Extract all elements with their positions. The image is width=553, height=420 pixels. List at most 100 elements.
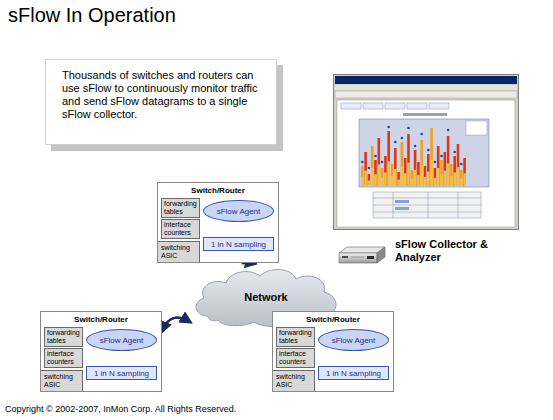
drawing-part — [407, 103, 427, 109]
drawing-part — [437, 168, 440, 186]
box-text: 1 in N sampling — [326, 369, 381, 378]
drawing-part — [395, 207, 409, 210]
box-text: 1 in N sampling — [94, 369, 149, 378]
drawing-part — [463, 173, 466, 186]
asic-box: switching ASIC — [41, 370, 83, 391]
box-text: interface counters — [47, 350, 80, 366]
drawing-part — [407, 134, 410, 186]
drawing-part — [424, 177, 427, 186]
drawing-part — [394, 169, 397, 186]
drawing-part — [463, 158, 466, 186]
collector-device: sFlow Collector & Analyzer — [337, 238, 507, 272]
drawing-part — [359, 119, 489, 187]
drawing-part — [453, 151, 456, 154]
counter-box: interface counters — [161, 219, 200, 239]
drawing-part — [381, 161, 384, 164]
drawing-part — [411, 179, 414, 186]
drawing-part — [420, 140, 423, 186]
drawing-part — [417, 162, 420, 186]
agent-ellipse: sFlow Agent — [318, 329, 389, 351]
table-box: forwarding tables — [161, 198, 200, 218]
drawing-part — [460, 179, 463, 186]
drawing-part — [401, 166, 404, 186]
drawing-part — [428, 192, 429, 218]
drawing-part — [335, 76, 517, 84]
drawing-part — [434, 178, 437, 186]
drawing-part — [393, 192, 394, 218]
drawing-part — [417, 175, 420, 186]
drawing-part — [364, 152, 367, 186]
drawing-part — [341, 103, 361, 109]
drawing-part — [368, 181, 371, 186]
drawing-part — [427, 172, 430, 186]
drawing-part — [391, 164, 394, 186]
drawing-part — [337, 100, 515, 227]
sampling-box: 1 in N sampling — [203, 237, 274, 251]
drawing-part — [378, 138, 381, 186]
drawing-part — [351, 257, 364, 258]
drawing-part — [339, 253, 377, 263]
drawing-part — [384, 156, 387, 186]
drawing-part — [414, 150, 417, 186]
drawing-part — [384, 173, 387, 187]
drawing-part — [401, 142, 404, 186]
drawing-part — [430, 160, 433, 186]
counter-box: interface counters — [44, 348, 83, 368]
drawing-part — [361, 177, 364, 186]
drawing-part — [368, 167, 371, 170]
box-text: interface counters — [279, 350, 312, 366]
box-title: Switch/Router — [273, 312, 393, 325]
drawing-part — [335, 85, 517, 90]
drawing-part — [363, 103, 383, 109]
drawing-part — [460, 170, 463, 186]
drawing-part — [444, 171, 447, 186]
drawing-part — [458, 192, 459, 218]
table-box: forwarding tables — [276, 327, 315, 347]
drawing-part — [381, 178, 384, 186]
drawing-part — [371, 168, 374, 186]
flow-arrow — [162, 318, 190, 332]
drawing-part — [381, 168, 384, 186]
box-text: Thousands of switches and routers can us… — [62, 69, 264, 121]
drawing-part — [395, 200, 409, 203]
drawing-part — [404, 158, 407, 186]
drawing-part — [378, 164, 381, 186]
drawing-part — [394, 148, 397, 186]
drawing-part — [434, 168, 437, 186]
box-text: switching ASIC — [44, 373, 79, 389]
box-text: interface counters — [164, 221, 197, 237]
drawing-part — [374, 174, 377, 186]
table-box: forwarding tables — [44, 327, 83, 347]
arrow-arc — [162, 318, 190, 332]
counter-box: interface counters — [276, 348, 315, 368]
drawing-part — [420, 165, 423, 186]
server-icon — [337, 244, 387, 266]
page-title: sFlow In Operation — [8, 4, 176, 27]
drawing-part — [460, 163, 463, 166]
asic-box: switching ASIC — [273, 370, 315, 391]
sampling-box: 1 in N sampling — [318, 366, 389, 380]
drawing-part — [335, 91, 517, 98]
box-text: forwarding tables — [164, 200, 197, 216]
drawing-part — [407, 163, 410, 186]
drawing-part — [450, 176, 453, 186]
drawing-part — [373, 192, 481, 218]
drawing-part — [414, 145, 417, 148]
drawing-part — [397, 172, 400, 186]
drawing-part — [334, 75, 519, 230]
drawing-part — [420, 133, 423, 136]
drawing-part — [411, 170, 414, 186]
drawing-part — [342, 256, 348, 258]
drawing-part — [450, 164, 453, 186]
box-text: forwarding tables — [279, 329, 312, 345]
drawing-part — [387, 161, 390, 186]
drawing-part — [397, 180, 400, 186]
drawing-part — [437, 146, 440, 186]
drawing-part — [447, 164, 450, 187]
analyzer-screenshot — [333, 74, 519, 230]
drawing-part — [457, 167, 460, 186]
drawing-part — [401, 137, 404, 140]
asic-box: switching ASIC — [158, 241, 200, 262]
drawing-part — [407, 127, 410, 130]
drawing-part — [374, 160, 377, 186]
